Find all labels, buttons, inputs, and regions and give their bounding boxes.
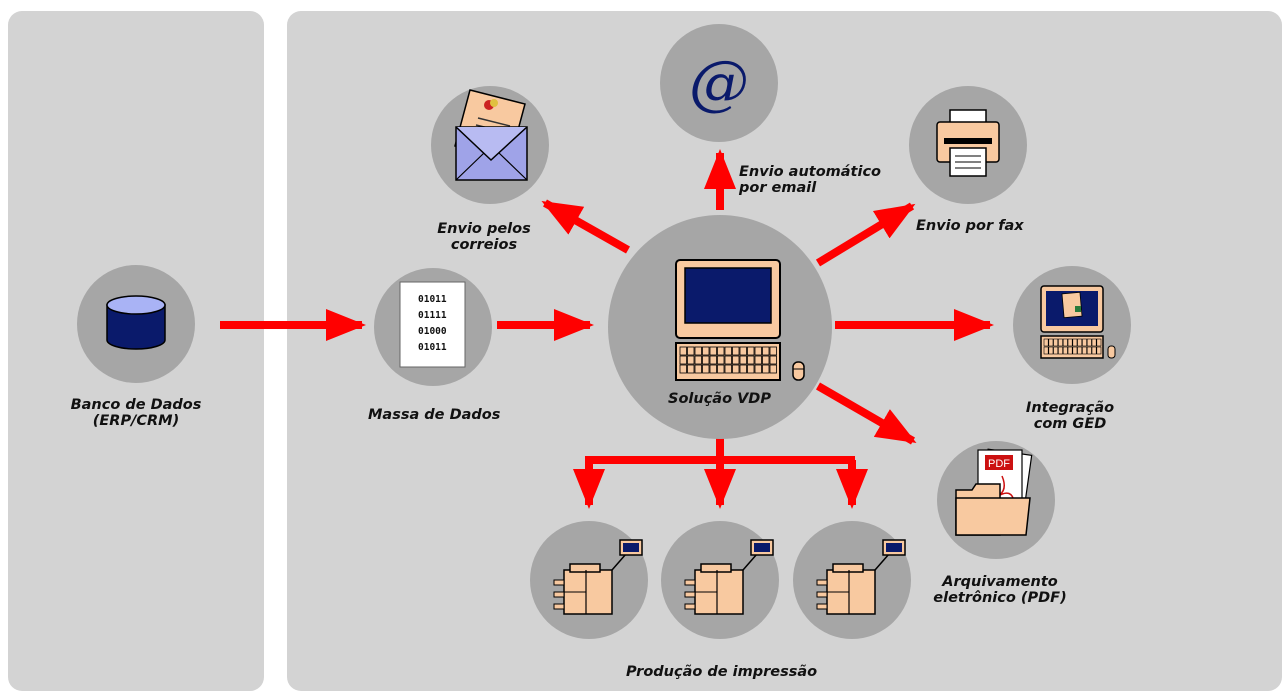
binary-line: 01111 <box>418 310 447 321</box>
fax-label: Envio por fax <box>916 218 1024 234</box>
pdf-tag: PDF <box>988 458 1010 470</box>
arrow-vdp-to-mail <box>541 199 630 254</box>
print-node-1 <box>530 521 648 639</box>
data-mass-label: Massa de Dados <box>368 407 501 423</box>
print-node-3 <box>793 521 911 639</box>
production-printer-icon <box>553 539 643 615</box>
arrow-vdp-to-fax <box>815 202 916 267</box>
ged-node <box>1013 266 1131 384</box>
binary-line: 01011 <box>418 294 447 305</box>
pdf-node: PDF <box>937 441 1055 559</box>
production-printer-icon <box>684 539 774 615</box>
at-sign-icon: @ <box>689 48 749 118</box>
fax-node <box>909 86 1027 204</box>
database-icon <box>106 295 166 350</box>
pdf-folder-icon: PDF <box>955 448 1033 536</box>
document-icon <box>399 281 466 368</box>
print-arrows <box>573 438 868 509</box>
envelope-letter-icon <box>454 89 528 181</box>
database-node <box>77 265 195 383</box>
print-node-2 <box>661 521 779 639</box>
database-label: Banco de Dados(ERP/CRM) <box>70 397 202 429</box>
print-label: Produção de impressão <box>626 664 818 680</box>
binary-line: 01000 <box>418 326 447 337</box>
arrows <box>220 149 994 445</box>
vdp-node <box>608 215 832 439</box>
printer-icon <box>936 109 1000 177</box>
mouse-icon <box>792 361 805 381</box>
vdp-label: Solução VDP <box>668 391 771 407</box>
data-mass-node: 01011 01111 01000 01011 <box>374 268 492 386</box>
arrow-vdp-to-pdf <box>815 382 917 445</box>
binary-line: 01011 <box>418 342 447 353</box>
computer-icon <box>675 259 781 381</box>
mail-node <box>431 86 549 204</box>
email-node: @ <box>660 24 778 142</box>
computer-document-icon <box>1040 285 1116 359</box>
production-printer-icon <box>816 539 906 615</box>
